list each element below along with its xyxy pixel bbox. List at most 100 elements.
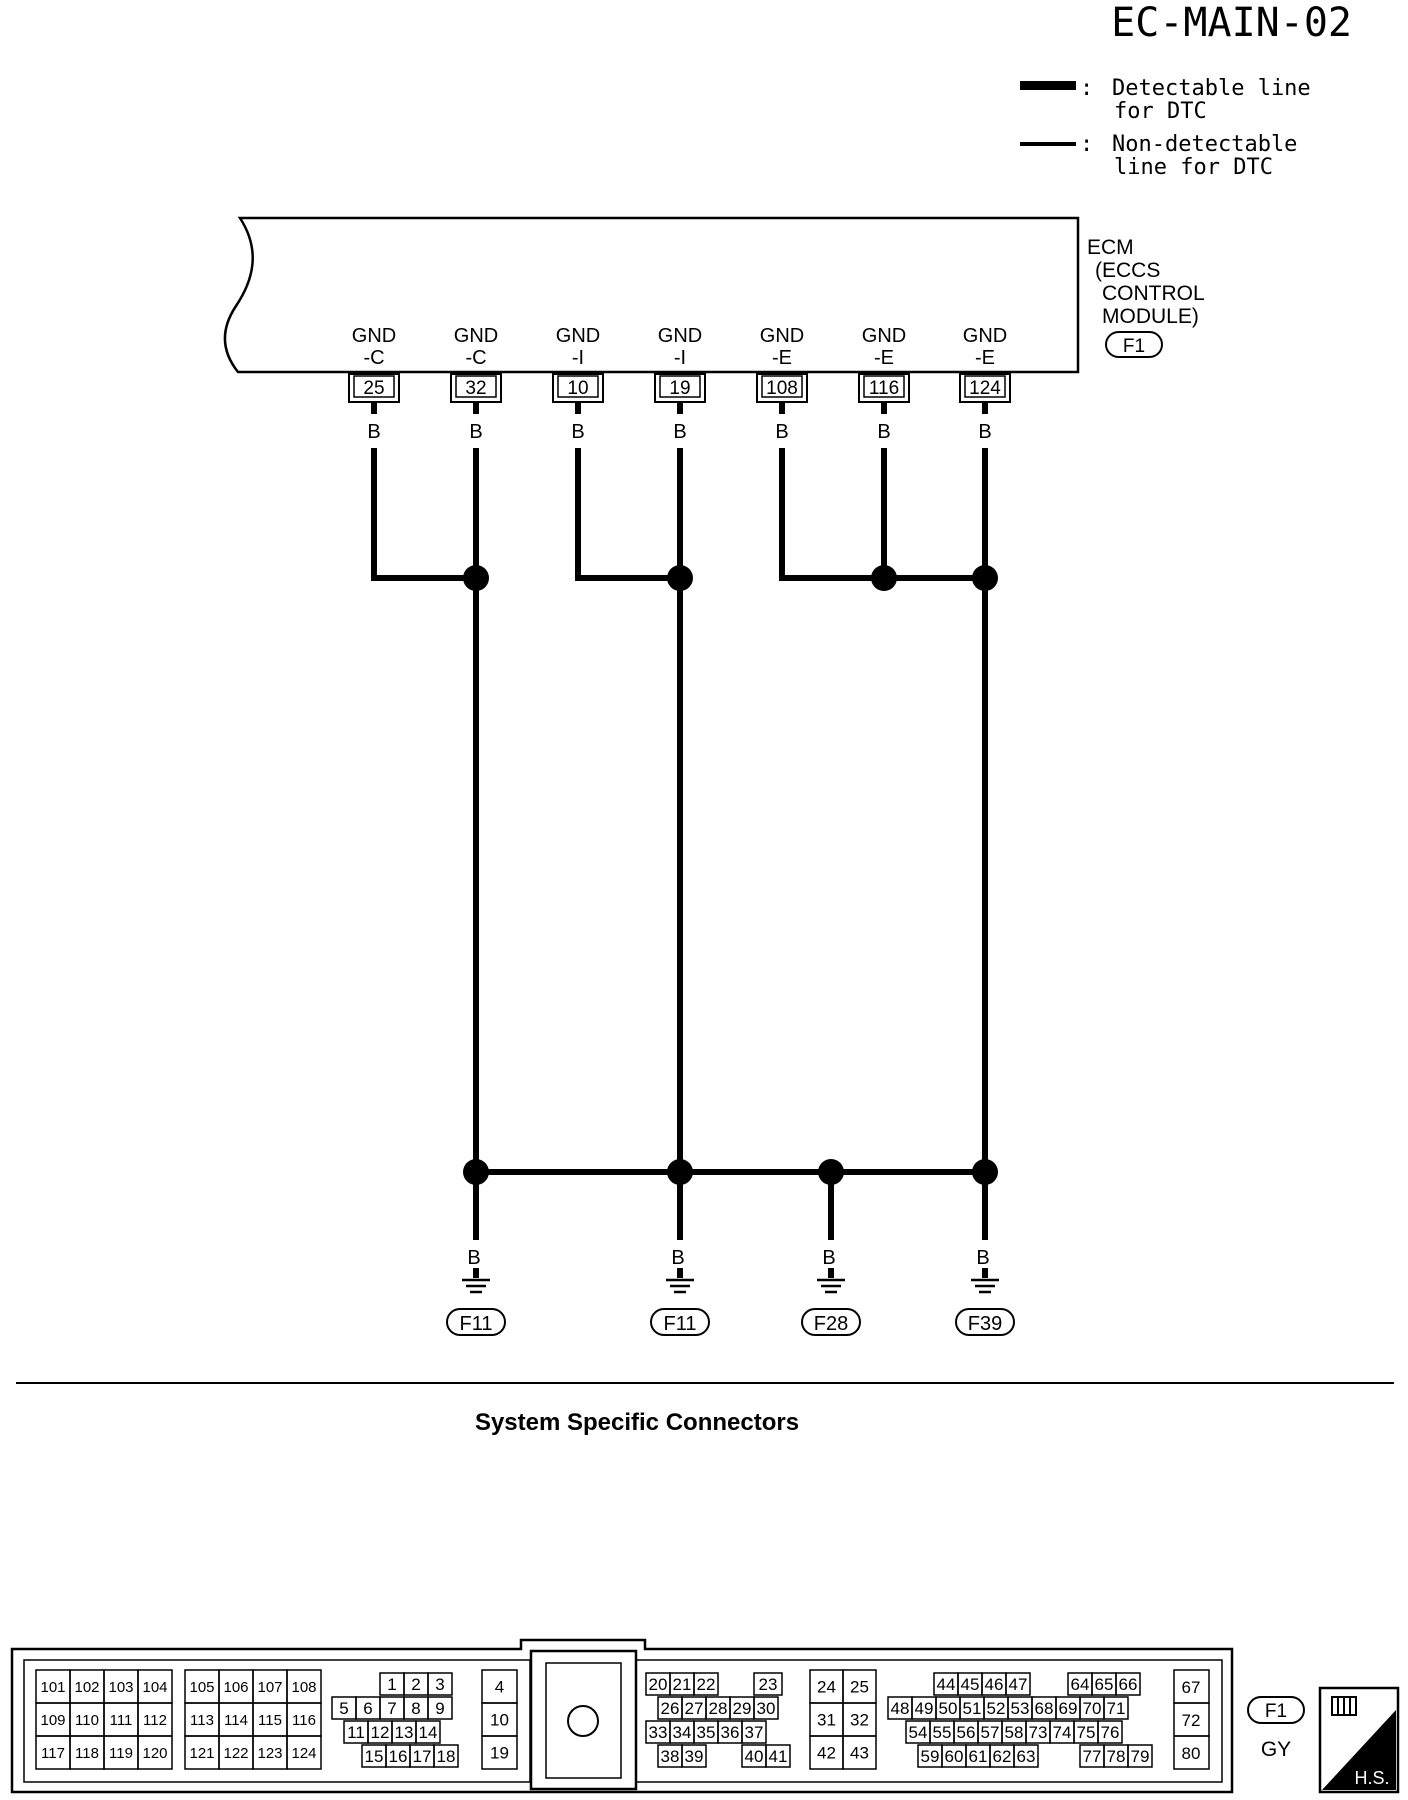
terminal-pin: 19 [669, 378, 690, 399]
cavity-number: 108 [291, 1679, 316, 1696]
cavity-number: 13 [395, 1723, 414, 1742]
cavity-number: 2 [411, 1675, 420, 1694]
connector-cavity [433, 1744, 459, 1768]
terminal-name: GND [556, 325, 600, 347]
cavity-number: 39 [685, 1747, 704, 1766]
cavity-number: 120 [142, 1745, 167, 1762]
cavity-number: 58 [1005, 1723, 1024, 1742]
ground-symbol-icon [666, 1278, 694, 1294]
connector-cavity [741, 1720, 767, 1744]
connector-cavity [681, 1744, 707, 1768]
ground-symbol-icon [817, 1278, 845, 1294]
ecm-connector-label: F1 [1123, 336, 1145, 357]
cavity-number: 27 [685, 1699, 704, 1718]
cavity-number: 114 [224, 1712, 248, 1729]
junction-dot [463, 565, 489, 591]
junction-dot [667, 565, 693, 591]
terminal-suffix: -C [363, 347, 384, 369]
cavity-number: 52 [987, 1699, 1006, 1718]
terminal-suffix: -C [465, 347, 486, 369]
connector-cavity [427, 1672, 453, 1696]
terminal-suffix: -E [772, 347, 792, 369]
cavity-number: 104 [142, 1679, 167, 1696]
cavity-number: 65 [1095, 1675, 1114, 1694]
cavity-number: 107 [257, 1679, 282, 1696]
hs-badge: H.S. [1318, 1686, 1400, 1794]
terminal-name: GND [352, 325, 396, 347]
cavity-number: 20 [649, 1675, 668, 1694]
cavity-number: 71 [1107, 1699, 1126, 1718]
wires [371, 402, 988, 1278]
connector-cavity [481, 1735, 518, 1770]
junction-dot [667, 1159, 693, 1185]
terminal-suffix: -E [975, 347, 995, 369]
cavity-number: 53 [1011, 1699, 1030, 1718]
cavity-number: 70 [1083, 1699, 1102, 1718]
connector-cavity [286, 1735, 322, 1770]
svg-text::: : [1080, 76, 1093, 101]
terminal-suffix: -E [874, 347, 894, 369]
terminal-pin: 25 [363, 378, 384, 399]
cavity-number: 117 [41, 1745, 65, 1762]
wire-color: B [469, 421, 482, 443]
cavity-number: 67 [1182, 1678, 1201, 1697]
connector-cavity [1005, 1672, 1031, 1696]
cavity-number: 30 [757, 1699, 776, 1718]
cavity-number: 4 [495, 1678, 504, 1697]
terminal-pin: 124 [969, 378, 1001, 399]
cavity-number: 11 [347, 1723, 365, 1742]
terminal-name: GND [658, 325, 702, 347]
legend: : Detectable line for DTC : Non-detectab… [1020, 76, 1311, 180]
cavity-number: 46 [985, 1675, 1004, 1694]
cavity-number: 105 [189, 1679, 214, 1696]
junction-dot [818, 1159, 844, 1185]
ecm-connector-oval [1105, 331, 1163, 358]
cavity-number: 73 [1029, 1723, 1048, 1742]
cavity-number: 21 [673, 1675, 692, 1694]
cavity-number: 102 [74, 1679, 99, 1696]
legend-non-detectable-swatch [1020, 142, 1076, 146]
cavity-number: 36 [721, 1723, 740, 1742]
wire-color: B [367, 421, 380, 443]
cavity-number: 77 [1083, 1747, 1102, 1766]
cavity-number: 17 [413, 1747, 432, 1766]
wire-color: B [978, 421, 991, 443]
connector-key-icon [567, 1705, 599, 1737]
cavity-number: 22 [697, 1675, 716, 1694]
cavity-number: 57 [981, 1723, 1000, 1742]
terminal-name: GND [760, 325, 804, 347]
ground-wire-color: B [671, 1247, 684, 1269]
cavity-number: 111 [110, 1712, 133, 1729]
cavity-number: 63 [1017, 1747, 1036, 1766]
ground-wire-color: B [976, 1247, 989, 1269]
cavity-number: 24 [817, 1678, 836, 1697]
ecm-label-4: MODULE) [1102, 305, 1199, 328]
cavity-number: 109 [40, 1712, 65, 1729]
cavity-number: 14 [419, 1723, 438, 1742]
terminal-suffix: -I [572, 347, 584, 369]
cavity-number: 112 [143, 1712, 167, 1729]
cavity-number: 50 [939, 1699, 958, 1718]
ground-label: F28 [814, 1313, 848, 1335]
cavity-number: 1 [387, 1675, 396, 1694]
cavity-number: 72 [1182, 1711, 1201, 1730]
connector-cavity [693, 1672, 719, 1696]
connector-face [10, 1638, 1234, 1794]
cavity-number: 26 [661, 1699, 680, 1718]
connector-label: F1 [1265, 1701, 1287, 1722]
cavity-number: 7 [387, 1699, 396, 1718]
connector-cavity [1173, 1735, 1210, 1770]
connector-cavity [137, 1735, 173, 1770]
cavity-number: 3 [435, 1675, 444, 1694]
cavity-number: 35 [697, 1723, 716, 1742]
cavity-number: 103 [108, 1679, 133, 1696]
cavity-number: 78 [1107, 1747, 1126, 1766]
terminal-group: GND -C 25 B GND -C 32 B GND -I 10 B GND … [348, 325, 1011, 443]
connector-cavity [842, 1735, 877, 1770]
junction-dot [972, 1159, 998, 1185]
cavity-number: 9 [435, 1699, 444, 1718]
cavity-number: 116 [292, 1712, 316, 1729]
cavity-number: 110 [75, 1712, 99, 1729]
cavity-number: 79 [1131, 1747, 1150, 1766]
